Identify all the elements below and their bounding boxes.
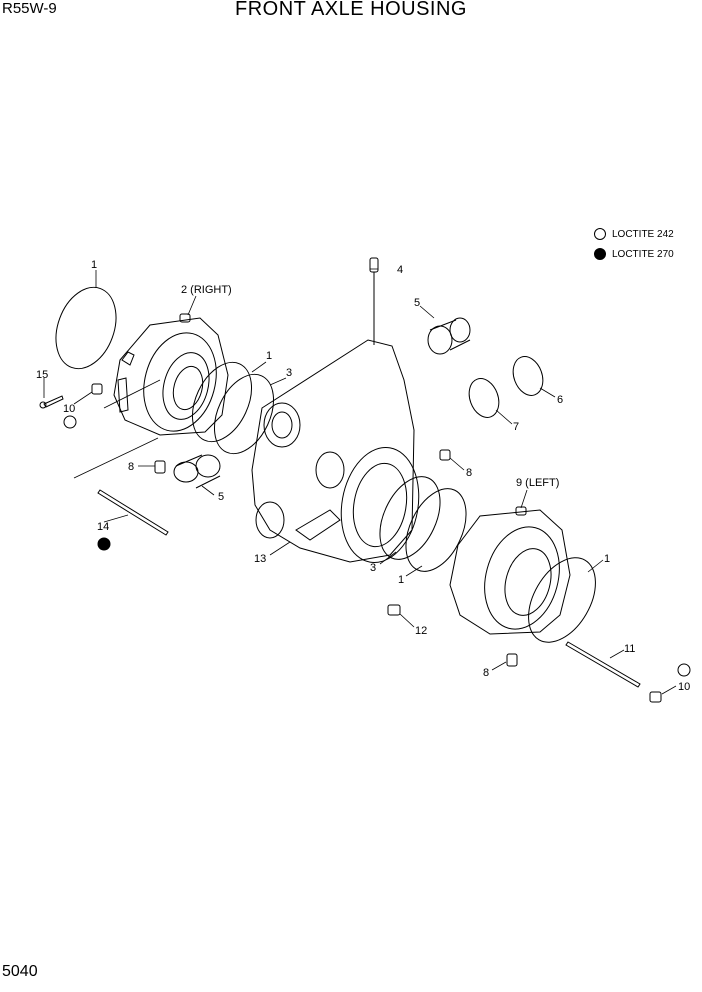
o-ring-part bbox=[379, 476, 441, 560]
callout-3: 3 bbox=[286, 367, 292, 379]
callout-6: 6 bbox=[557, 394, 563, 406]
callout-11: 11 bbox=[624, 643, 635, 655]
callout-8: 8 bbox=[466, 467, 472, 479]
callout-10: 10 bbox=[678, 681, 690, 693]
plug-part bbox=[154, 460, 166, 474]
bolt-part bbox=[39, 395, 64, 409]
callout-5: 5 bbox=[414, 297, 420, 309]
callout-15: 15 bbox=[36, 369, 48, 381]
callout-2-right: 2 (RIGHT) bbox=[181, 284, 232, 296]
filled-circle-icon bbox=[97, 537, 111, 551]
o-ring-part bbox=[55, 286, 117, 370]
callout-14: 14 bbox=[97, 521, 109, 533]
o-ring-part bbox=[528, 557, 596, 643]
hollow-circle-icon bbox=[594, 228, 606, 240]
breather-part bbox=[387, 604, 401, 616]
callout-1: 1 bbox=[91, 259, 97, 271]
model-code: R55W-9 bbox=[2, 0, 57, 17]
snap-ring-part bbox=[512, 356, 544, 396]
callout-13: 13 bbox=[254, 553, 266, 565]
bushing-part bbox=[173, 454, 221, 489]
callout-1: 1 bbox=[398, 574, 404, 586]
o-ring-part bbox=[191, 361, 253, 443]
knuckle-housing-left-part bbox=[449, 506, 571, 635]
plug-part bbox=[649, 691, 662, 703]
o-ring-part bbox=[213, 373, 275, 455]
legend-item-loctite-270: LOCTITE 270 bbox=[594, 244, 674, 264]
page-title: FRONT AXLE HOUSING bbox=[234, 0, 467, 20]
legend-label: LOCTITE 270 bbox=[612, 248, 674, 260]
plug-part bbox=[439, 449, 451, 461]
legend-item-loctite-242: LOCTITE 242 bbox=[594, 224, 674, 244]
stud-part bbox=[565, 641, 641, 688]
callout-4: 4 bbox=[397, 264, 403, 276]
knuckle-housing-right-part bbox=[113, 313, 229, 436]
plug-part bbox=[506, 653, 518, 667]
leader-lines bbox=[43, 268, 677, 695]
bearing-part bbox=[468, 378, 500, 418]
stud-part bbox=[97, 489, 169, 536]
callout-8: 8 bbox=[483, 667, 489, 679]
bushing-part bbox=[427, 317, 471, 355]
callout-7: 7 bbox=[513, 421, 519, 433]
callout-10: 10 bbox=[63, 403, 75, 415]
callout-5: 5 bbox=[218, 491, 224, 503]
callout-1: 1 bbox=[604, 553, 610, 565]
callout-9-left: 9 (LEFT) bbox=[516, 477, 559, 489]
o-ring-part bbox=[405, 488, 467, 572]
callout-8: 8 bbox=[128, 461, 134, 473]
filled-circle-icon bbox=[594, 248, 606, 260]
callout-1: 1 bbox=[266, 350, 272, 362]
legend-label: LOCTITE 242 bbox=[612, 228, 674, 240]
page-number: 5040 bbox=[2, 963, 38, 980]
callout-12: 12 bbox=[415, 625, 427, 637]
callout-3: 3 bbox=[370, 562, 376, 574]
plug-part bbox=[91, 383, 103, 395]
legend: LOCTITE 242 LOCTITE 270 bbox=[594, 224, 674, 264]
hollow-circle-icon bbox=[63, 415, 77, 429]
axle-housing-part bbox=[251, 257, 420, 563]
hollow-circle-icon bbox=[677, 663, 691, 677]
